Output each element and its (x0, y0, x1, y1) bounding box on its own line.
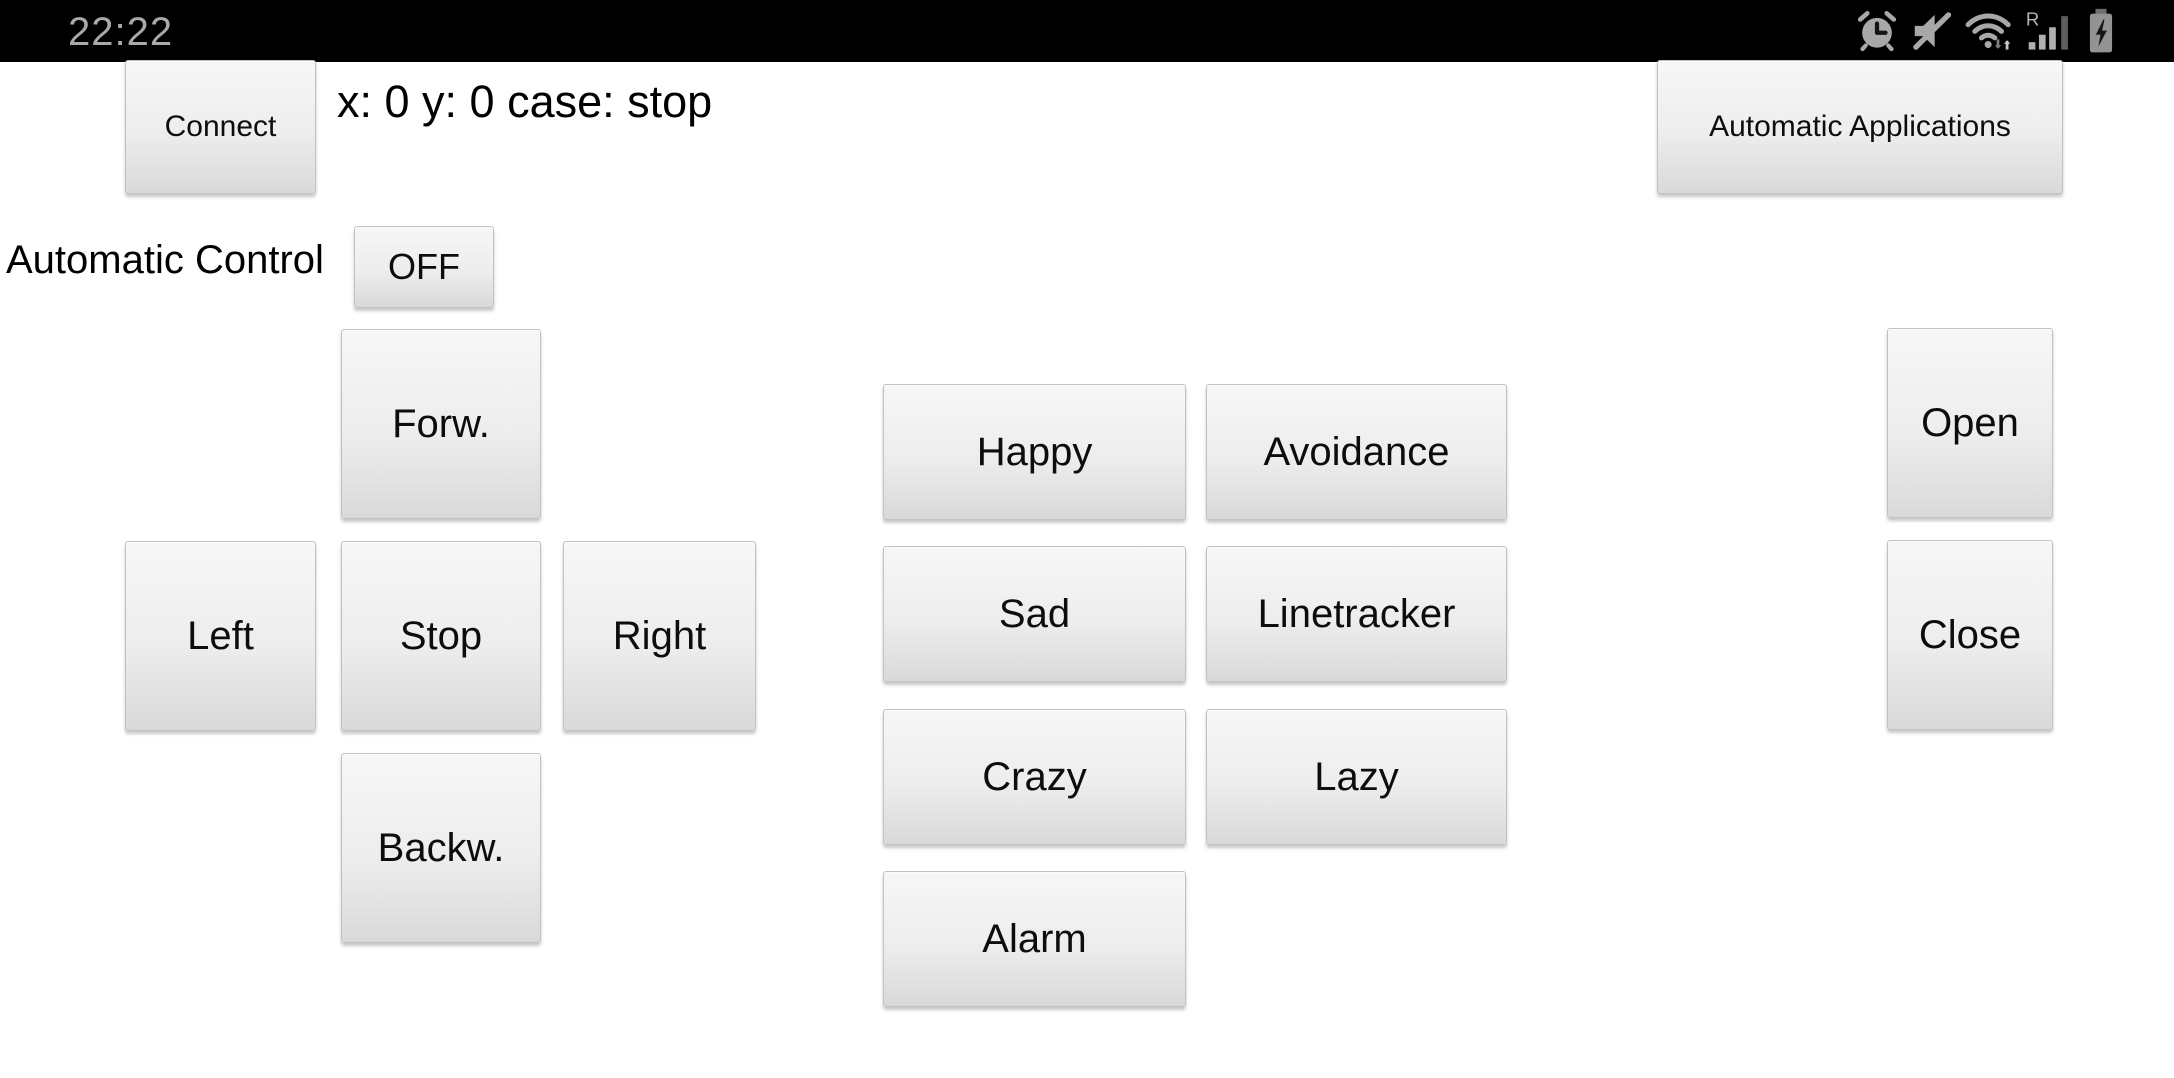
linetracker-mode-button[interactable]: Linetracker (1206, 546, 1507, 682)
connect-button[interactable]: Connect (125, 60, 316, 194)
status-bar: 22:22 (0, 0, 2174, 62)
right-button[interactable]: Right (563, 541, 756, 731)
alarm-mode-button[interactable]: Alarm (883, 871, 1186, 1007)
automatic-control-label: Automatic Control (6, 238, 324, 282)
sad-mode-button[interactable]: Sad (883, 546, 1186, 682)
lazy-mode-button[interactable]: Lazy (1206, 709, 1507, 845)
alarm-clock-icon (1854, 8, 1900, 54)
close-button[interactable]: Close (1887, 540, 2053, 730)
automatic-applications-button[interactable]: Automatic Applications (1657, 60, 2063, 194)
left-button[interactable]: Left (125, 541, 316, 731)
stop-button[interactable]: Stop (341, 541, 541, 731)
forward-button[interactable]: Forw. (341, 329, 541, 519)
open-button[interactable]: Open (1887, 328, 2053, 518)
cell-signal-icon: R (2025, 8, 2077, 54)
avoidance-mode-button[interactable]: Avoidance (1206, 384, 1507, 520)
volume-muted-icon (1909, 8, 1955, 54)
wifi-icon (1964, 8, 2016, 54)
telemetry-status: x: 0 y: 0 case: stop (337, 76, 713, 127)
automatic-control-toggle-button[interactable]: OFF (354, 226, 494, 308)
roaming-indicator: R (2026, 8, 2039, 29)
crazy-mode-button[interactable]: Crazy (883, 709, 1186, 845)
backward-button[interactable]: Backw. (341, 753, 541, 943)
battery-charging-icon (2086, 7, 2116, 55)
happy-mode-button[interactable]: Happy (883, 384, 1186, 520)
status-icons: R (1854, 0, 2116, 62)
clock: 22:22 (68, 10, 174, 54)
